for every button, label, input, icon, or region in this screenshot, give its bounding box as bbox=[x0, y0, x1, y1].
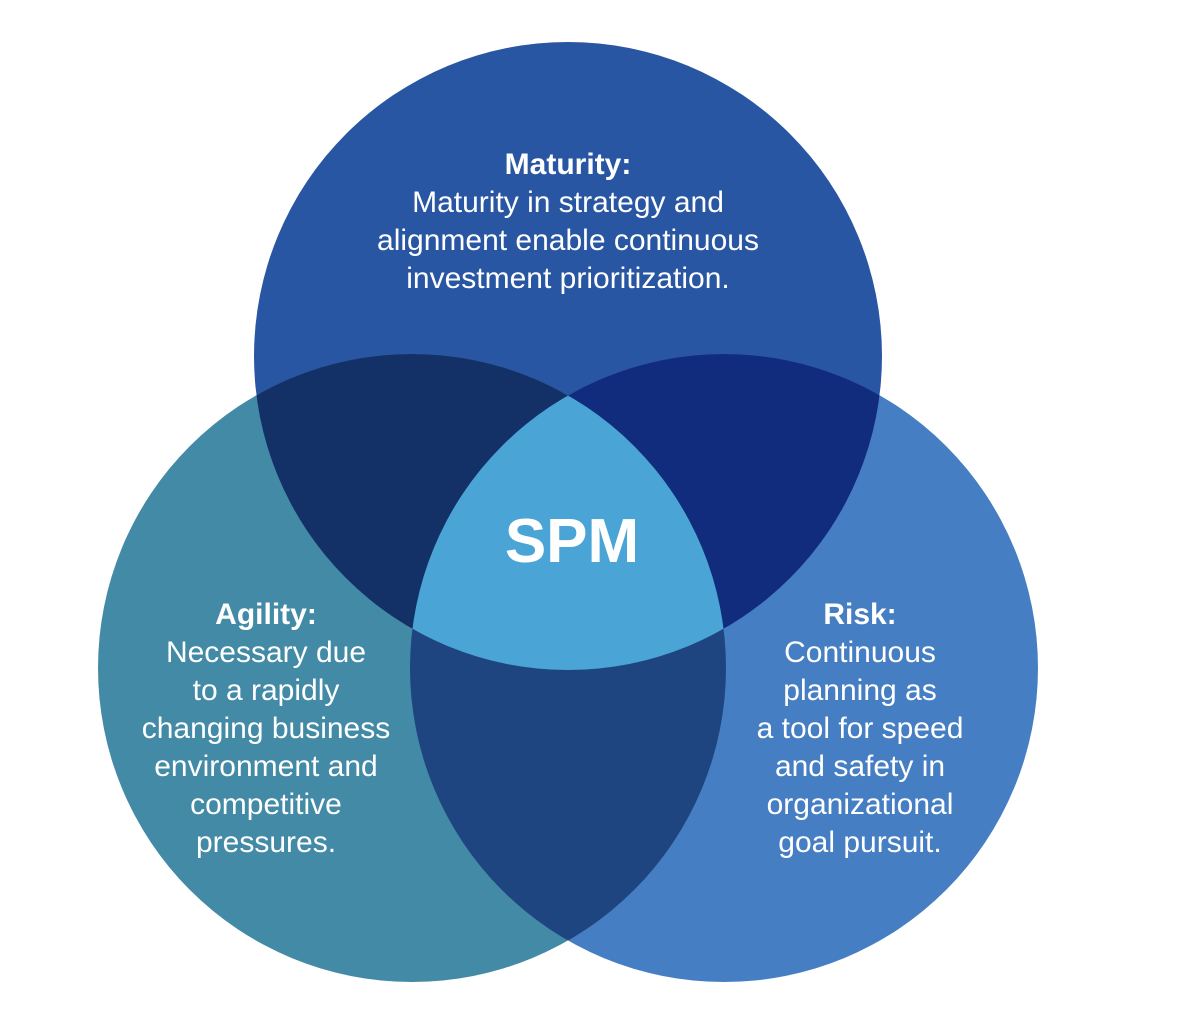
spm-center-label: SPM bbox=[504, 507, 640, 576]
maturity-text-line: Maturity in strategy and bbox=[412, 186, 724, 219]
maturity-text-line: alignment enable continuous bbox=[377, 224, 759, 257]
risk-text-line: planning as bbox=[783, 674, 937, 707]
risk-text-line: a tool for speed bbox=[756, 712, 964, 745]
agility-text-line: pressures. bbox=[195, 826, 337, 859]
agility-text-line: competitive bbox=[190, 788, 342, 821]
risk-text-line: Continuous bbox=[784, 636, 936, 669]
agility-text-line: environment and bbox=[154, 750, 378, 783]
risk-text-line: goal pursuit. bbox=[778, 826, 942, 859]
risk-heading: Risk: bbox=[823, 598, 897, 631]
maturity-label: Maturity: Maturity in strategy and align… bbox=[318, 146, 818, 298]
agility-text-line: to a rapidly bbox=[192, 674, 340, 707]
maturity-heading: Maturity: bbox=[504, 148, 632, 181]
maturity-text-line: investment prioritization. bbox=[406, 262, 730, 295]
agility-label: Agility: Necessary due to a rapidly chan… bbox=[96, 596, 436, 862]
risk-label: Risk: Continuous planning as a tool for … bbox=[700, 596, 1020, 862]
risk-text-line: organizational bbox=[766, 788, 954, 821]
agility-heading: Agility: bbox=[215, 598, 317, 631]
agility-text-line: changing business bbox=[141, 712, 391, 745]
agility-text-line: Necessary due bbox=[165, 636, 367, 669]
risk-text-line: and safety in bbox=[774, 750, 946, 783]
